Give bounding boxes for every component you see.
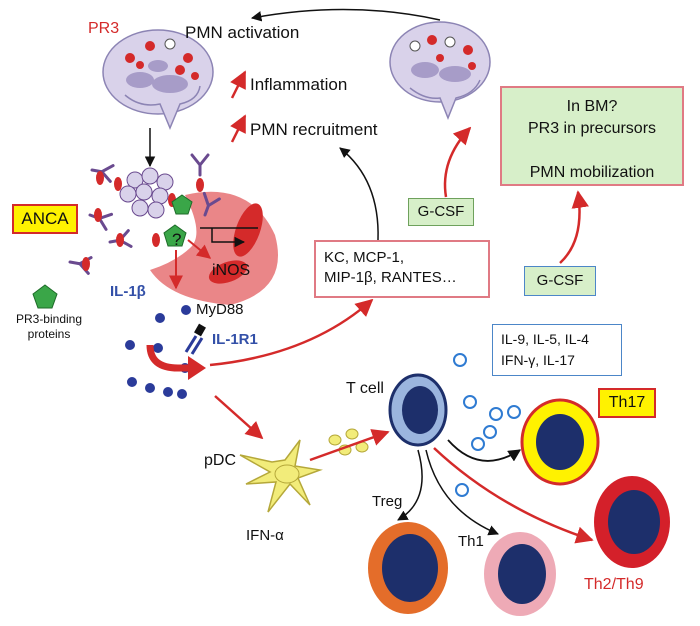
pr3-cluster xyxy=(114,167,176,219)
question-mark-label: ? xyxy=(172,230,182,249)
pdc-label: pDC xyxy=(204,452,237,469)
pentagon-to-inos-arrow xyxy=(187,239,212,259)
ifn-alpha-label: IFN-α xyxy=(246,527,284,544)
chemokines-box: KC, MCP-1, MIP-1β, RANTES… xyxy=(314,240,490,298)
cytokines-line-2: IFN-γ, IL-17 xyxy=(501,352,575,368)
inflammation-up-arrow xyxy=(230,70,247,99)
t-cell-label: T cell xyxy=(346,380,384,397)
il1r1-receptor xyxy=(184,323,206,355)
pmn-recruitment-label: PMN recruitment xyxy=(250,120,378,139)
macrophage-to-chemokines-arrow xyxy=(209,298,374,367)
il1b-dots xyxy=(125,313,190,399)
inos-promoter xyxy=(200,227,258,248)
pr3-binding-proteins-label: PR3-binding proteins xyxy=(15,312,83,341)
tcell-to-th17-arrow xyxy=(447,439,522,462)
cytokines-box: IL-9, IL-5, IL-4 IFN-γ, IL-17 xyxy=(492,324,622,376)
th2-th9-label: Th2/Th9 xyxy=(584,576,644,593)
chemokines-line-2: MIP-1β, RANTES… xyxy=(324,269,457,286)
th17-box: Th17 xyxy=(598,388,656,418)
pr3-label: PR3 xyxy=(88,20,120,37)
macrophage-to-pdc-arrow xyxy=(214,395,264,440)
cytokines-line-1: IL-9, IL-5, IL-4 xyxy=(501,331,589,347)
il1b-release-arrowhead xyxy=(188,356,206,380)
bm-title: In BM? xyxy=(566,98,618,115)
pdc-to-tcell-arrow xyxy=(309,429,390,462)
inos-label: iNOS xyxy=(212,262,251,279)
gcsf-top-box: G-CSF xyxy=(408,198,474,226)
gcsf-bottom-label: G-CSF xyxy=(536,272,584,289)
myd88-label: MyD88 xyxy=(196,301,244,318)
il1b-release-arrow xyxy=(146,344,190,372)
activated-neutrophil xyxy=(389,21,491,121)
pdc-cell xyxy=(239,439,323,513)
gcsf-to-neutrophil-arrow xyxy=(443,126,472,198)
th2-th9-cell xyxy=(594,476,670,568)
th1-label: Th1 xyxy=(458,533,484,550)
myd88-dot xyxy=(181,305,191,315)
bm-box: In BM? PR3 in precursors PMN mobilizatio… xyxy=(500,86,684,186)
inflammation-label: Inflammation xyxy=(250,75,348,94)
gcsf-bottom-box: G-CSF xyxy=(524,266,596,296)
recruitment-up-arrow xyxy=(230,114,247,143)
th17-label: Th17 xyxy=(608,394,646,411)
treg-label: Treg xyxy=(372,493,403,510)
pr3-neutrophil xyxy=(102,29,214,130)
gcsf-to-bm-arrow xyxy=(559,190,589,264)
anca-box: ANCA xyxy=(12,204,78,234)
cytokine-rings xyxy=(453,353,521,497)
pentagon-on-cluster xyxy=(171,194,193,215)
tcell-to-th1-arrow xyxy=(425,449,499,536)
tcell-to-th2-arrow xyxy=(433,447,594,544)
pmn-activation-label: PMN activation xyxy=(185,23,300,42)
il1r1-label: IL-1R1 xyxy=(212,331,258,348)
anca-label: ANCA xyxy=(21,209,69,228)
th1-cell xyxy=(484,532,556,616)
anca-antibodies xyxy=(67,153,221,275)
tcell-to-treg-arrow xyxy=(397,449,423,521)
gcsf-top-label: G-CSF xyxy=(417,203,465,220)
pentagon-in-macrophage xyxy=(163,224,187,247)
treg-cell xyxy=(368,522,448,614)
t-cell xyxy=(388,373,448,447)
macrophage xyxy=(150,191,278,305)
bm-line-2: PMN mobilization xyxy=(529,164,655,181)
il1b-label: IL-1β xyxy=(110,283,146,300)
chemokines-to-recruitment-arrow xyxy=(339,147,379,241)
pentagon-legend-icon xyxy=(32,284,58,309)
bm-line-1: PR3 in precursors xyxy=(527,120,657,137)
th17-cell xyxy=(520,398,600,486)
chemokines-line-1: KC, MCP-1, xyxy=(324,249,405,266)
activation-arrow xyxy=(250,8,441,22)
